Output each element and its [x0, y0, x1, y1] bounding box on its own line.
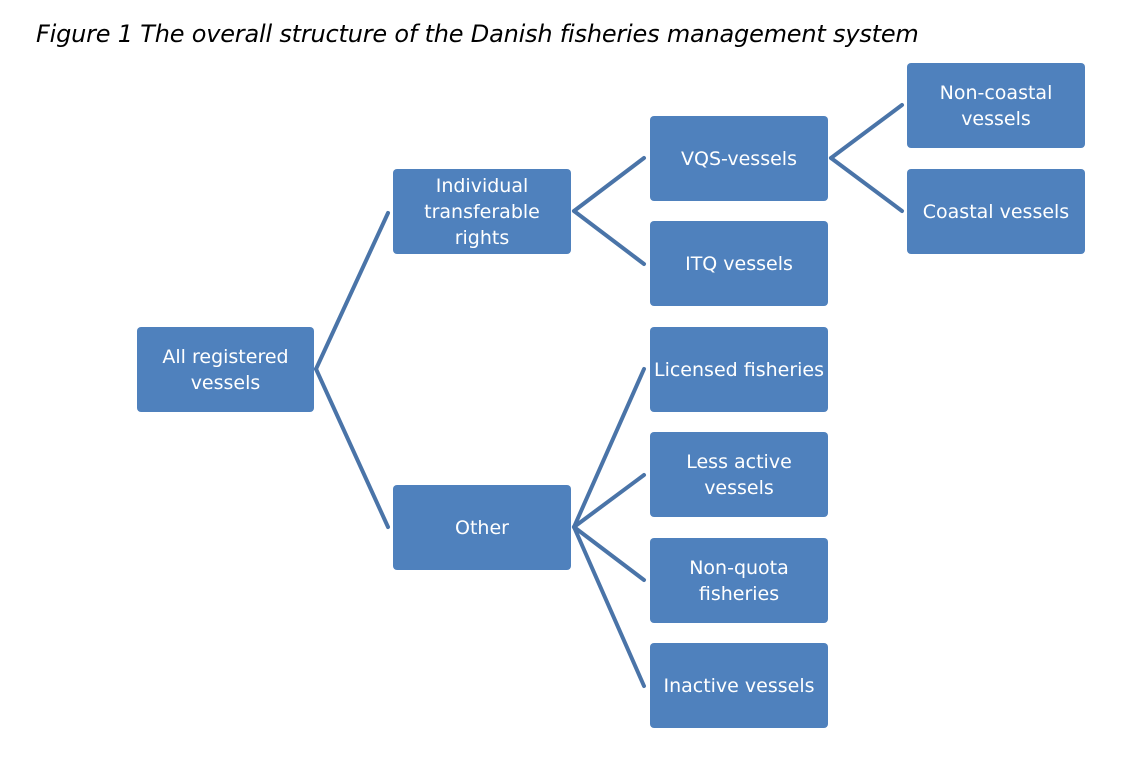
node-other: Other	[393, 485, 571, 570]
node-inactive-vessels: Inactive vessels	[650, 643, 828, 728]
node-licensed-fisheries: Licensed fisheries	[650, 327, 828, 412]
edge-individual-to-itq	[572, 209, 646, 266]
figure-title: Figure 1 The overall structure of the Da…	[36, 20, 919, 48]
edge-individual-to-vqs	[572, 156, 646, 213]
edge-other-to-nonquota	[572, 525, 646, 582]
edge-vqs-to-noncoastal	[829, 103, 904, 160]
node-individual-transferable-rights: Individual transferable rights	[393, 169, 571, 254]
node-itq-vessels: ITQ vessels	[650, 221, 828, 306]
node-less-active-vessels: Less active vessels	[650, 432, 828, 517]
node-non-coastal-vessels: Non-coastal vessels	[907, 63, 1085, 148]
node-vqs-vessels: VQS-vessels	[650, 116, 828, 201]
edge-all-to-individual	[314, 211, 390, 371]
edge-other-to-licensed	[572, 367, 646, 529]
node-coastal-vessels: Coastal vessels	[907, 169, 1085, 254]
node-all-registered-vessels: All registered vessels	[137, 327, 314, 412]
edge-vqs-to-coastal	[829, 156, 904, 213]
edge-other-to-lessactive	[572, 473, 646, 529]
node-non-quota-fisheries: Non-quota fisheries	[650, 538, 828, 623]
edge-all-to-other	[314, 367, 390, 529]
edge-other-to-inactive	[572, 525, 646, 688]
